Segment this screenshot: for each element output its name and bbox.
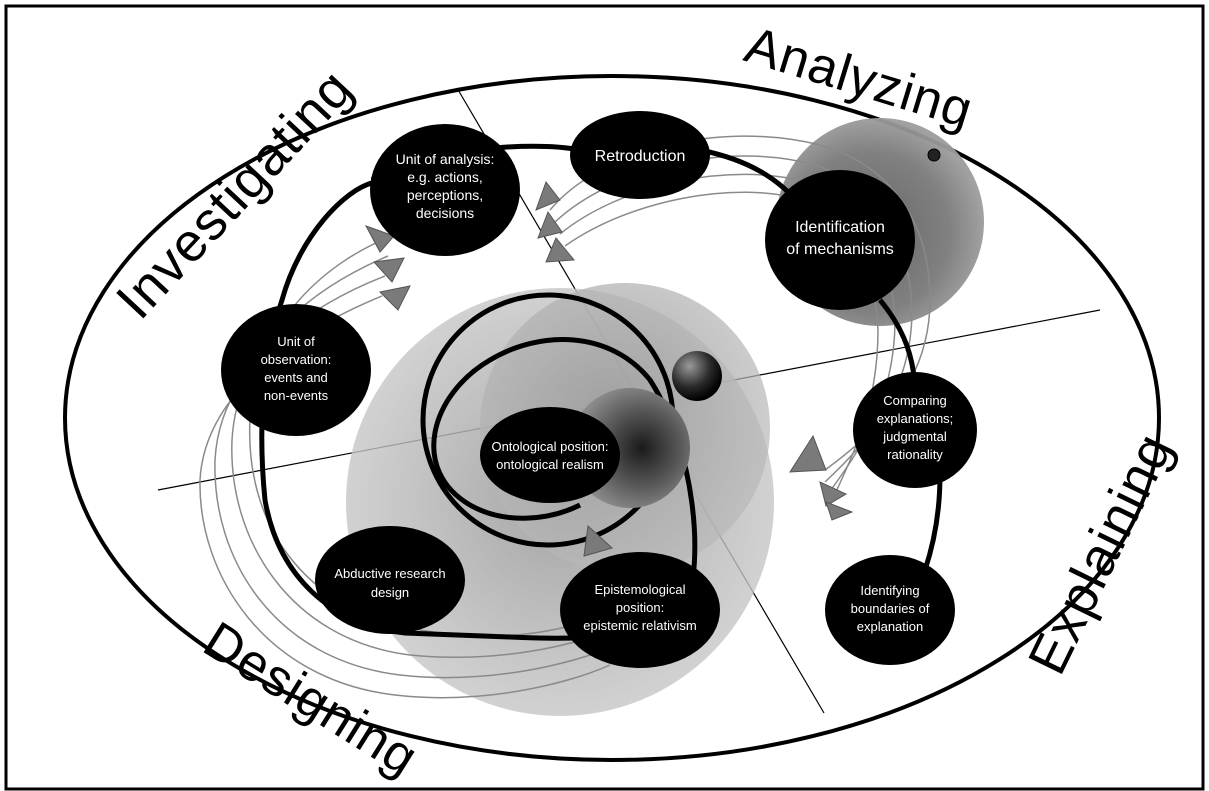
node-text-line: design	[371, 585, 409, 600]
node-text-line: Ontological position:	[491, 439, 608, 454]
node-unit-of-observation: Unit of observation: events and non-events	[221, 304, 371, 436]
node-text-line: epistemic relativism	[583, 618, 696, 633]
node-text-line: e.g. actions,	[407, 169, 483, 185]
arrowheads	[364, 180, 854, 557]
node-text-line: Unit of analysis:	[396, 151, 495, 167]
node-text-line: Epistemological	[594, 582, 685, 597]
label-explaining: Explaining	[1017, 424, 1185, 683]
node-text-line: judgmental	[882, 429, 947, 444]
node-abductive-research-design: Abductive research design	[315, 526, 465, 634]
node-text-line: Retroduction	[595, 148, 686, 165]
node-retroduction: Retroduction	[570, 111, 710, 199]
node-text-line: position:	[616, 600, 664, 615]
node-text-line: explanation	[857, 619, 924, 634]
node-text-line: Abductive research	[334, 566, 445, 581]
unit-of-observation-text: Unit of observation: events and non-events	[261, 334, 332, 403]
node-text-line: Identification	[795, 219, 885, 236]
node-text-line: perceptions,	[407, 187, 483, 203]
small-ball	[672, 351, 722, 401]
comparing-explanations-text: Comparing explanations; judgmental rational…	[877, 393, 954, 462]
abductive-research-design-text: Abductive research design	[334, 566, 445, 600]
cycle-compare-to-boundaries	[922, 474, 943, 571]
analyzing-dot	[927, 148, 941, 162]
node-text-line: Comparing	[883, 393, 947, 408]
node-text-line: rationality	[887, 447, 943, 462]
node-text-line: boundaries of	[851, 601, 930, 616]
node-text-line: Identifying	[860, 583, 919, 598]
node-text-line: decisions	[416, 205, 474, 221]
node-text-line: ontological realism	[496, 457, 604, 472]
node-text-line: non-events	[264, 388, 329, 403]
node-text-line: Unit of	[277, 334, 315, 349]
outer-ellipse	[63, 74, 1161, 762]
node-text-line: events and	[264, 370, 328, 385]
retroduction-text: Retroduction	[595, 148, 686, 165]
ontological-position-text: Ontological position: ontological realism	[491, 439, 608, 472]
node-identification-of-mechanisms: Identification of mechanisms	[765, 170, 915, 310]
node-text-line: explanations;	[877, 411, 954, 426]
node-text-line: of mechanisms	[786, 241, 894, 258]
node-epistemological-position: Epistemological position: epistemic relati…	[560, 552, 720, 668]
page-frame	[4, 4, 1205, 791]
node-unit-of-analysis: Unit of analysis: e.g. actions, perception…	[370, 124, 520, 256]
identifying-boundaries-text: Identifying boundaries of explanation	[851, 583, 930, 634]
epistemological-position-text: Epistemological position: epistemic relati…	[583, 582, 696, 633]
identification-of-mechanisms-text: Identification of mechanisms	[786, 219, 894, 258]
node-identifying-boundaries: Identifying boundaries of explanation	[825, 555, 955, 665]
label-designing: Designing	[194, 611, 428, 788]
node-ontological-position: Ontological position: ontological realism	[480, 407, 620, 503]
unit-of-analysis-text: Unit of analysis: e.g. actions, perception…	[396, 151, 495, 221]
node-comparing-explanations: Comparing explanations; judgmental rational…	[853, 372, 977, 488]
node-text-line: observation:	[261, 352, 332, 367]
